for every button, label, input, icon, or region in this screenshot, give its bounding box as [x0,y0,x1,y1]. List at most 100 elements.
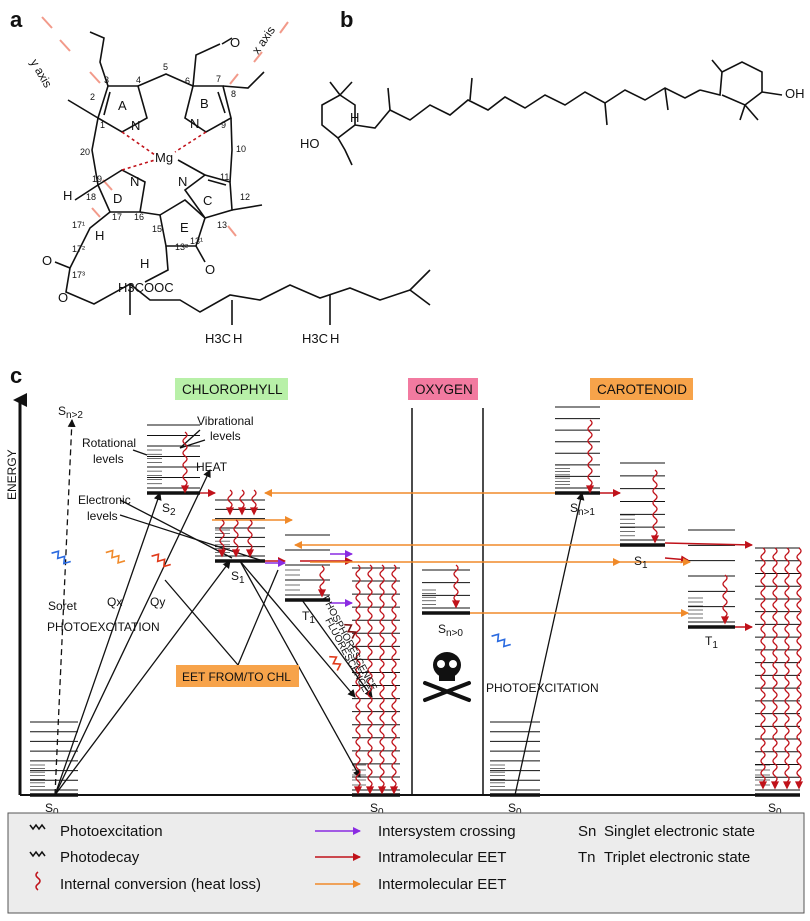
ring-a-label: A [118,98,127,113]
legend: Photoexcitation Photodecay Internal conv… [7,812,805,914]
pos-3: 3 [104,75,109,85]
state-s1-chl: S1 [231,569,245,586]
ring-e-label: E [180,220,189,235]
legend-singlet: Singlet electronic state [604,823,755,840]
ester-group: H3COOC [118,280,174,295]
internal-conversion-icon [35,871,41,891]
internal-conversion-wave [251,489,257,509]
legend-singlet-symbol: Sn [578,823,596,840]
pos-17: 17 [112,212,122,222]
internal-conversion-wave [587,419,593,487]
vibrational-label-2: levels [210,429,241,443]
internal-conversion-wave [182,431,188,487]
pos-8: 8 [231,89,236,99]
photoexcitation-arrows [54,419,585,796]
legend-box [7,812,805,914]
ring-b-label: B [200,96,209,111]
pos-1: 1 [100,120,105,130]
pos-5: 5 [163,62,168,72]
ring-d-label: D [113,191,122,206]
o-atom-ester2: O [58,290,68,305]
pos-16: 16 [134,212,144,222]
pos-17-2: 17² [72,244,85,254]
internal-conversion-wave [239,489,245,509]
state-labels: Sn>2 S2 S1 T1 S0 S0 Sn>0 S0 Sn>1 S1 T1 S… [45,404,782,818]
eet-label: EET FROM/TO CHL [182,670,291,684]
internal-conversion-arrowhead [770,781,780,790]
internal-conversion-wave [227,489,233,509]
legend-intermolecular-eet: Intermolecular EET [378,876,506,893]
energy-axis-label: ENERGY [5,449,19,500]
energy-levels [30,406,800,791]
n-atom-a: N [131,118,140,133]
internal-conversion-arrowhead [794,781,804,790]
photoexcitation-chl-label: PHOTOEXCITATION [47,620,160,634]
internal-conversion-wave [355,564,361,788]
internal-conversion-arrowhead [451,600,461,609]
h-atom-phytyl1: H [233,331,242,346]
n-atom-b: N [190,116,199,131]
chlorophyll-structure [41,16,431,325]
internal-conversion-wave [453,564,459,602]
soret-label: Soret [48,599,77,613]
legend-internal-conversion: Internal conversion (heat loss) [60,876,261,893]
state-s1-car: S1 [634,554,648,571]
photoexcitation-icon [29,823,46,831]
transfer-arrows [200,489,753,631]
internal-conversion-wave [652,469,658,537]
internal-conversion-arrowhead [317,589,327,598]
legend-intersystem-crossing: Intersystem crossing [378,823,516,840]
internal-conversion-arrowhead [720,616,730,625]
state-s2: S2 [162,501,176,518]
internal-conversion-arrowhead [650,535,660,544]
internal-conversion-wave [233,519,239,551]
panel-c-label: c [10,363,22,388]
internal-conversion-arrowhead [365,786,375,795]
photodecay-icon [29,850,46,858]
internal-conversion-arrowhead [585,485,595,494]
panel-a-label: a [10,7,23,32]
oxygen-header-bg [408,378,478,400]
carotenoid-h-atom: H [350,110,359,125]
internal-conversion-arrowhead [377,786,387,795]
internal-conversion-arrowhead [231,549,241,558]
pos-2: 2 [90,92,95,102]
x-axis-label: x axis [249,24,278,57]
hydroxyl-right: OH [785,86,805,101]
n-atom-c: N [178,174,187,189]
pos-13-1: 13¹ [190,236,203,246]
internal-conversion-wave [319,565,325,591]
internal-conversion-arrowhead [758,781,768,790]
carotenoid-structure [321,59,783,166]
hydroxyl-left: HO [300,136,320,151]
panel-b-label: b [340,7,353,32]
pos-17-3: 17³ [72,270,85,280]
photoexcitation-car-label: PHOTOEXCITATION [486,681,599,695]
methyl-h3c-2: H3C [302,331,328,346]
rotational-label-2: levels [93,452,124,466]
qx-label: Qx [107,595,122,609]
mg-atom: Mg [155,150,173,165]
o-atom-keto: O [205,262,215,277]
internal-conversion-arrowhead [782,781,792,790]
carotenoid-header: CAROTENOID [597,382,687,397]
photon-squiggles [51,549,511,671]
internal-conversion-wave [722,574,728,618]
legend-triplet: Triplet electronic state [604,849,750,866]
state-sn1-car: Sn>1 [570,501,595,518]
legend-triplet-symbol: Tn [578,849,596,866]
eet-label-bg [176,665,299,687]
internal-conversion-wave [367,564,373,788]
vibrational-label: Vibrational [197,414,253,428]
internal-conversion-arrowhead [249,507,259,516]
rotational-label: Rotational [82,436,136,450]
methyl-h3c-1: H3C [205,331,231,346]
internal-conversion-wave [219,519,225,551]
pos-9: 9 [221,120,226,130]
pos-17-1: 17¹ [72,220,85,230]
internal-conversion-wave [784,547,790,783]
annotations: Vibrational levels Rotational levels HEA… [47,414,599,695]
pos-19: 19 [92,174,102,184]
internal-conversion-arrowhead [353,786,363,795]
